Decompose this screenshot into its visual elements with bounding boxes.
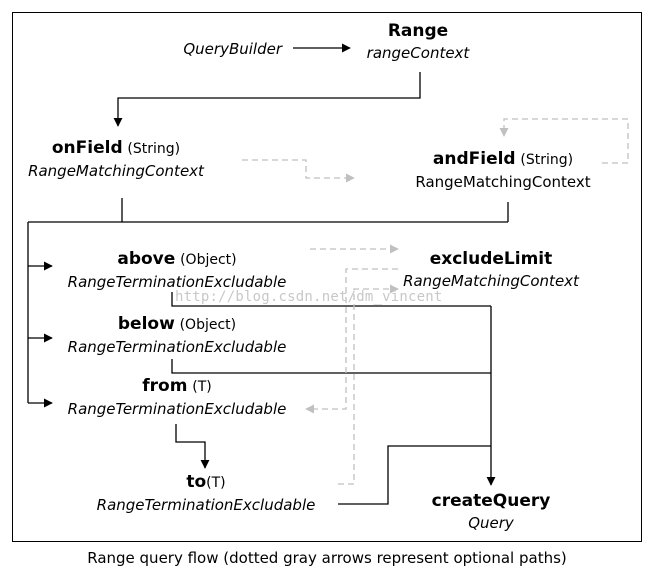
node-excludelimit-type: RangeMatchingContext xyxy=(403,272,579,290)
node-from-method: from xyxy=(142,376,188,396)
node-onfield: onField (String) RangeMatchingContext xyxy=(28,139,204,180)
arrow-from-to-to xyxy=(175,424,210,469)
optional-to-to-excludelimit xyxy=(338,284,399,485)
node-above: above (Object) RangeTerminationExcludabl… xyxy=(68,250,287,291)
line-below-to-query xyxy=(171,359,491,374)
watermark-text: http://blog.csdn.net/dm_vincent xyxy=(175,289,443,305)
line-to-to-query xyxy=(338,445,491,505)
node-onfield-type: RangeMatchingContext xyxy=(28,162,204,180)
node-from-type: RangeTerminationExcludable xyxy=(67,400,287,418)
node-range-method: Range xyxy=(387,21,449,41)
optional-excludelimit-to-from xyxy=(305,268,398,414)
node-range: Range rangeContext xyxy=(367,22,470,62)
node-createquery-method: createQuery xyxy=(431,491,551,511)
node-to-type: RangeTerminationExcludable xyxy=(96,496,316,514)
node-from: from (T) RangeTerminationExcludable xyxy=(68,377,287,418)
node-below: below (Object) RangeTerminationExcludabl… xyxy=(68,315,287,356)
line-above-to-query xyxy=(171,292,491,307)
node-excludelimit-method: excludeLimit xyxy=(429,249,553,269)
node-from-arg: (T) xyxy=(192,379,212,395)
node-andfield-arg: (String) xyxy=(520,152,574,168)
optional-andfield-loop xyxy=(499,118,629,164)
arrow-range-to-onfield xyxy=(113,72,421,127)
node-above-method: above xyxy=(117,249,176,269)
node-excludelimit: excludeLimit RangeMatchingContext xyxy=(403,250,579,290)
node-onfield-arg: (String) xyxy=(127,141,181,157)
optional-onfield-to-andfield xyxy=(242,159,355,183)
node-createquery-type: Query xyxy=(468,514,514,532)
figure-caption: Range query flow (dotted gray arrows rep… xyxy=(87,549,567,567)
node-andfield-type: RangeMatchingContext xyxy=(415,173,591,191)
node-andfield: andField (String) RangeMatchingContext xyxy=(415,150,590,191)
diagram-frame xyxy=(12,12,642,542)
node-above-arg: (Object) xyxy=(180,252,237,268)
node-querybuilder: QueryBuilder xyxy=(183,40,282,58)
node-below-arg: (Object) xyxy=(179,317,237,333)
node-above-type: RangeTerminationExcludable xyxy=(67,273,287,291)
node-to-method: to xyxy=(186,472,207,492)
node-andfield-method: andField xyxy=(432,149,516,169)
node-to: to(T) RangeTerminationExcludable xyxy=(97,473,316,514)
node-createquery: createQuery Query xyxy=(432,492,551,532)
node-to-arg: (T) xyxy=(206,475,226,491)
node-range-type: rangeContext xyxy=(366,44,470,62)
node-below-type: RangeTerminationExcludable xyxy=(67,338,287,356)
node-querybuilder-type: QueryBuilder xyxy=(183,40,282,58)
node-below-method: below xyxy=(117,314,175,334)
node-onfield-method: onField xyxy=(51,138,123,158)
